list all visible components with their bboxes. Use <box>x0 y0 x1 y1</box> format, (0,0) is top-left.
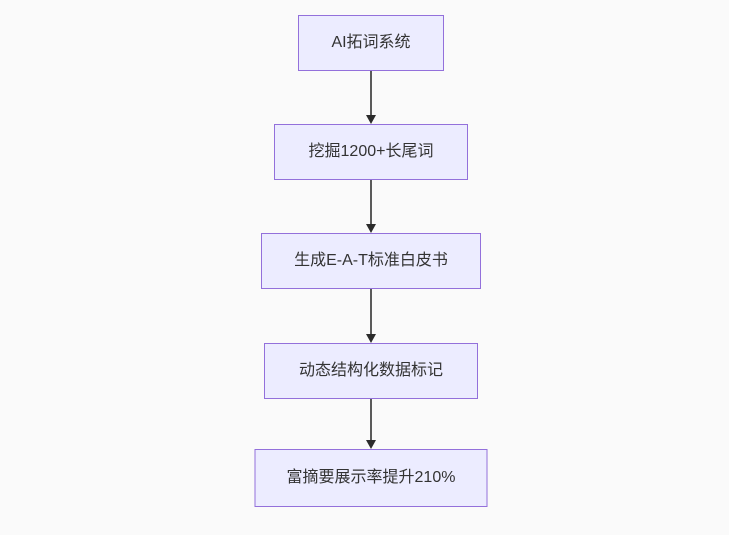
flowchart-arrow <box>366 399 376 449</box>
flowchart-node-dynamic-structured-data-markup: 动态结构化数据标记 <box>264 343 478 399</box>
flowchart-arrow <box>366 71 376 124</box>
flowchart-arrow <box>366 289 376 343</box>
flowchart-node-mine-longtail-keywords: 挖掘1200+长尾词 <box>274 124 468 180</box>
arrow-down-icon <box>366 440 376 449</box>
arrow-down-icon <box>366 115 376 124</box>
flowchart-node-rich-snippet-rate-increase: 富摘要展示率提升210% <box>254 449 488 507</box>
arrow-down-icon <box>366 224 376 233</box>
arrow-line <box>370 289 372 335</box>
flowchart-node-ai-word-expansion-system: AI拓词系统 <box>298 15 444 71</box>
arrow-line <box>370 399 372 441</box>
arrow-line <box>370 71 372 116</box>
flowchart-node-generate-eat-whitepaper: 生成E-A-T标准白皮书 <box>261 233 481 289</box>
arrow-line <box>370 180 372 225</box>
flowchart-arrow <box>366 180 376 233</box>
arrow-down-icon <box>366 334 376 343</box>
